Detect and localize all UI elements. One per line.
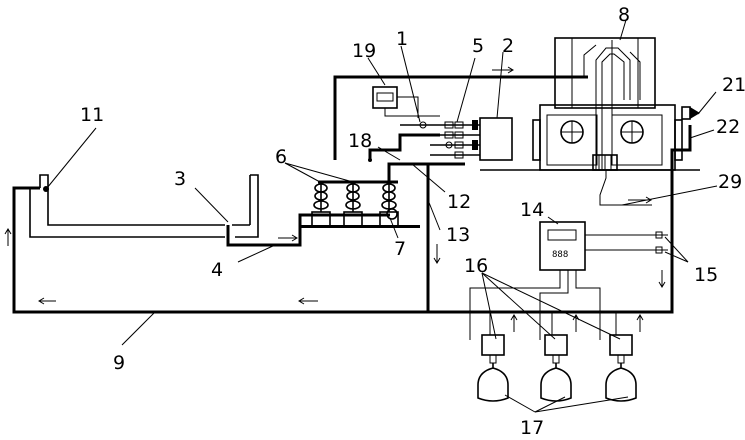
label-14: 14 — [520, 199, 544, 221]
valve-manifold-1-5 — [400, 120, 480, 159]
label-7: 7 — [394, 238, 406, 260]
dosing-pump-3 — [605, 312, 644, 402]
valve-1-icon — [419, 121, 427, 129]
valve-21-22 — [658, 106, 700, 290]
apparatus-8 — [480, 37, 700, 171]
dosing-pump-1 — [477, 312, 518, 402]
label-13: 13 — [446, 224, 470, 246]
label-5: 5 — [472, 35, 484, 57]
label-29: 29 — [718, 171, 742, 193]
label-21: 21 — [722, 74, 745, 96]
dosing-pump-2 — [540, 312, 580, 402]
label-3: 3 — [174, 168, 186, 190]
pump-a-icon — [311, 182, 331, 227]
pump-c-icon — [379, 182, 399, 227]
label-16: 16 — [464, 255, 488, 277]
label-22: 22 — [716, 116, 740, 138]
label-12: 12 — [447, 191, 471, 213]
unit-2 — [479, 117, 513, 161]
label-6: 6 — [275, 146, 287, 168]
outlet-29 — [599, 170, 652, 206]
label-17: 17 — [520, 417, 544, 439]
part-labels: 11 3 4 6 7 9 19 1 5 2 8 18 12 13 14 15 1… — [80, 4, 745, 439]
return-pipe-9 — [4, 166, 674, 314]
label-8: 8 — [618, 4, 630, 26]
label-19: 19 — [352, 40, 376, 62]
controller-19 — [372, 86, 440, 118]
label-18: 18 — [348, 130, 372, 152]
pipe-4 — [226, 213, 390, 247]
trough-3 — [29, 174, 259, 238]
label-1: 1 — [396, 28, 408, 50]
valve-7-icon — [386, 208, 398, 220]
controller-14: 888 — [469, 221, 668, 340]
pump-group-6-7 — [300, 180, 420, 228]
label-4: 4 — [211, 259, 223, 281]
svg-text:888: 888 — [552, 250, 568, 260]
label-15: 15 — [694, 264, 718, 286]
label-11: 11 — [80, 104, 104, 126]
label-9: 9 — [113, 352, 125, 374]
leader-lines — [46, 19, 718, 413]
label-2: 2 — [502, 35, 514, 57]
pump-b-icon — [343, 182, 363, 227]
